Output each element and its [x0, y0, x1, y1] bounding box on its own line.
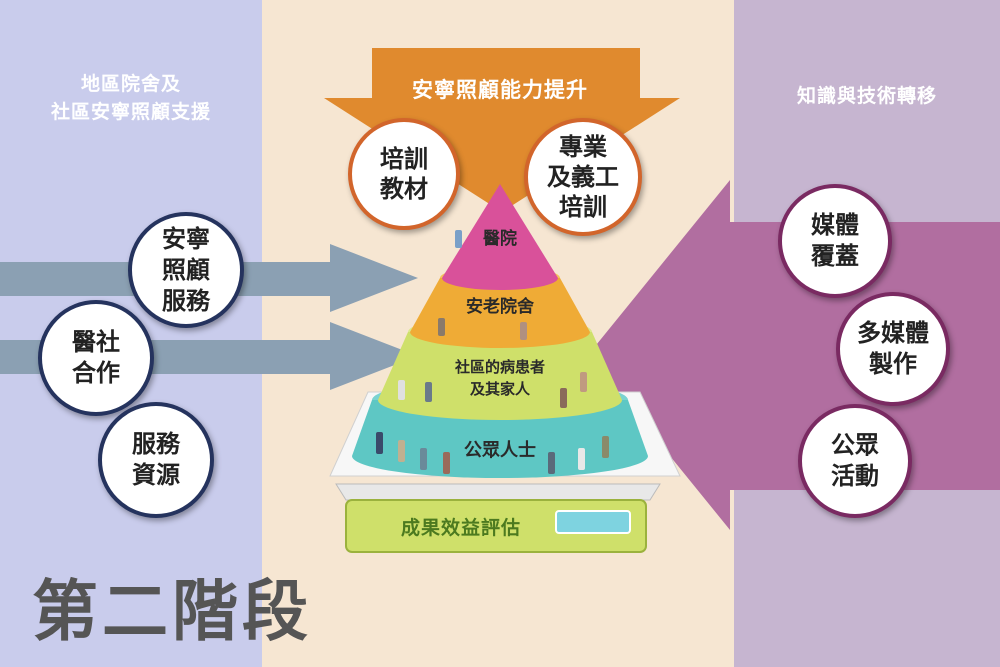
tier-hospital [442, 184, 558, 290]
circle-medical-social-collaboration: 醫社 合作 [38, 300, 154, 416]
left-column-title: 地區院舍及 社區安寧照顧支援 [50, 73, 211, 123]
circle-service-resources: 服務 資源 [98, 402, 214, 518]
tier-label-community: 社區的病患者 及其家人 [454, 358, 545, 398]
top-banner-arrow [324, 48, 680, 212]
tier-label-hospital: 醫院 [483, 229, 517, 249]
evaluation-label: 成果效益評估 [400, 517, 521, 539]
circle-label: 培訓 教材 [380, 145, 428, 203]
banner-title: 安寧照顧能力提升 [412, 78, 588, 102]
circle-multimedia-production: 多媒體 製作 [836, 292, 950, 406]
right-column-title: 知識與技術轉移 [796, 85, 937, 107]
circle-label: 專業 及義工 培訓 [547, 133, 619, 221]
circle-label: 安寧 照顧 服務 [162, 224, 210, 315]
scale-base-top [335, 483, 661, 501]
circle-palliative-care-service: 安寧 照顧 服務 [128, 212, 244, 328]
circle-label: 醫社 合作 [72, 328, 120, 387]
people-figures [376, 230, 609, 474]
circle-media-coverage: 媒體 覆蓋 [778, 184, 892, 298]
circle-public-activities: 公眾 活動 [798, 404, 912, 518]
circle-training-materials: 培訓 教材 [348, 118, 460, 230]
circle-professional-volunteer-training: 專業 及義工 培訓 [524, 118, 642, 236]
stage-title: 第二階段 [32, 573, 312, 650]
circle-label: 公眾 活動 [831, 431, 879, 490]
tier-label-elderly-home: 安老院舍 [466, 297, 534, 317]
circle-label: 服務 資源 [132, 430, 180, 489]
evaluation-display [555, 510, 631, 534]
tier-label-public: 公眾人士 [464, 440, 536, 461]
circle-label: 媒體 覆蓋 [811, 211, 859, 270]
circle-label: 多媒體 製作 [857, 319, 929, 378]
tier-elderly-home [410, 278, 590, 348]
